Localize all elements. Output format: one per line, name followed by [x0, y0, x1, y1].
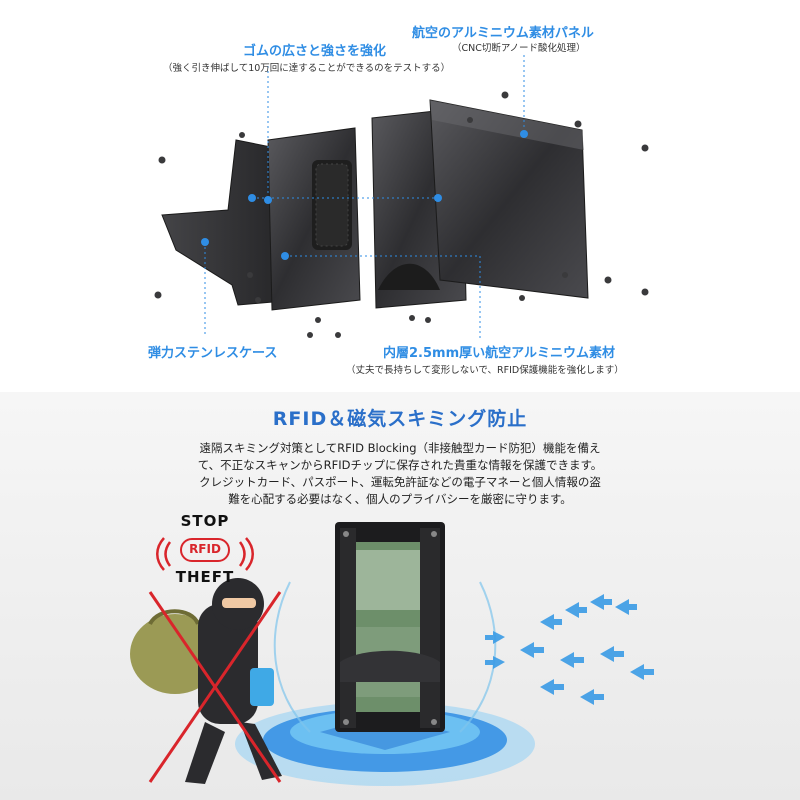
- section-title: RFID＆磁気スキミング防止: [272, 408, 528, 430]
- exploded-view-section: ゴムの広さと強さを強化 （強く引き伸ばして10万回に達することができるのをテスト…: [0, 0, 800, 392]
- theft-text: THEFT: [175, 568, 235, 586]
- rfid-illustration: [130, 522, 654, 786]
- stop-text: STOP: [180, 512, 230, 530]
- note-aluminium-panel: （CNC切断アノード酸化処理）: [452, 43, 586, 54]
- description-line-2: て、不正なスキャンからRFIDチップに保存された貴重な情報を保護できます。: [197, 458, 603, 472]
- label-aluminium-panel: 航空のアルミニウム素材パネル: [412, 26, 594, 41]
- description-line-4: 難を心配する必要はなく、個人のプライバシーを厳密に守ります。: [228, 492, 572, 506]
- screws: [154, 91, 649, 338]
- rfid-badge: RFID: [180, 538, 230, 562]
- rfid-signal-icon: [156, 537, 254, 571]
- note-inner-layer: （丈夫で長持ちして変形しないで、RFID保護機能を強化します）: [346, 365, 624, 376]
- wallet-product: [335, 522, 445, 732]
- forbidden-x-icon: [148, 591, 282, 783]
- thief-figure: [130, 578, 282, 784]
- scan-signal-arrows: [485, 594, 654, 705]
- stop-rfid-theft-badge: STOP RFID THEFT: [150, 512, 260, 592]
- note-rubber-strength: （強く引き伸ばして10万回に達することができるのをテストする）: [163, 63, 451, 74]
- label-rubber-strength: ゴムの広さと強さを強化: [243, 44, 387, 59]
- description-line-3: クレジットカード、パスポート、運転免許証などの電子マネーと個人情報の盗: [199, 475, 601, 489]
- exploded-wallet-illustration: [154, 55, 649, 340]
- description-line-1: 遠隔スキミング対策としてRFID Blocking（非接触型カード防犯）機能を備…: [199, 441, 601, 455]
- rfid-section: RFID＆磁気スキミング防止 遠隔スキミング対策としてRFID Blocking…: [0, 392, 800, 800]
- label-inner-layer: 内層2.5mm厚い航空アルミニウム素材: [383, 346, 615, 361]
- label-spring-case: 弾力ステンレスケース: [148, 346, 278, 361]
